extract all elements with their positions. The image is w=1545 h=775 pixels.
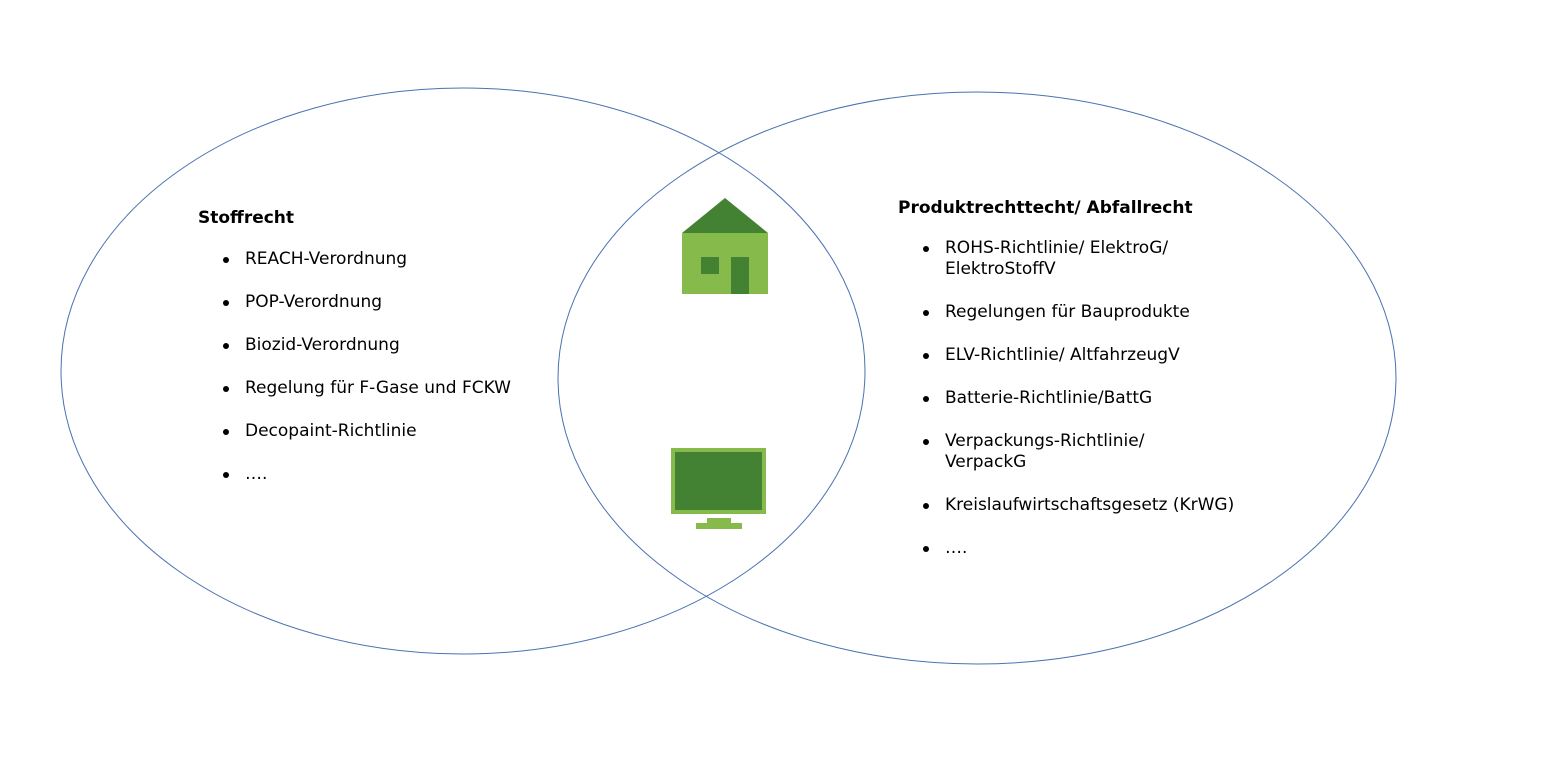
left-title: Stoffrecht xyxy=(198,208,295,228)
list-item: Decopaint-Richtlinie xyxy=(223,421,565,442)
monitor-icon xyxy=(671,448,766,529)
left-list: REACH-Verordnung POP-Verordnung Biozid-V… xyxy=(223,249,565,507)
left-ellipse xyxy=(60,87,866,655)
house-icon xyxy=(682,198,768,294)
list-item: …. xyxy=(223,464,565,485)
right-title: Produktrechttecht/ Abfallrecht xyxy=(898,198,1193,218)
list-item: Batterie-Richtlinie/BattG xyxy=(923,388,1215,409)
list-item: Verpackungs-Richtlinie/ VerpackG xyxy=(923,431,1215,473)
list-item: …. xyxy=(923,538,1215,559)
list-item: POP-Verordnung xyxy=(223,292,565,313)
right-ellipse xyxy=(557,91,1397,665)
list-item: REACH-Verordnung xyxy=(223,249,565,270)
list-item: ELV-Richtlinie/ AltfahrzeugV xyxy=(923,345,1215,366)
list-item: Regelung für F-Gase und FCKW xyxy=(223,378,565,399)
list-item: Biozid-Verordnung xyxy=(223,335,565,356)
list-item: ROHS-Richtlinie/ ElektroG/ ElektroStoffV xyxy=(923,238,1205,280)
list-item: Kreislaufwirtschaftsgesetz (KrWG) xyxy=(923,495,1234,516)
right-list: ROHS-Richtlinie/ ElektroG/ ElektroStoffV… xyxy=(923,238,1234,581)
list-item: Regelungen für Bauprodukte xyxy=(923,302,1215,323)
